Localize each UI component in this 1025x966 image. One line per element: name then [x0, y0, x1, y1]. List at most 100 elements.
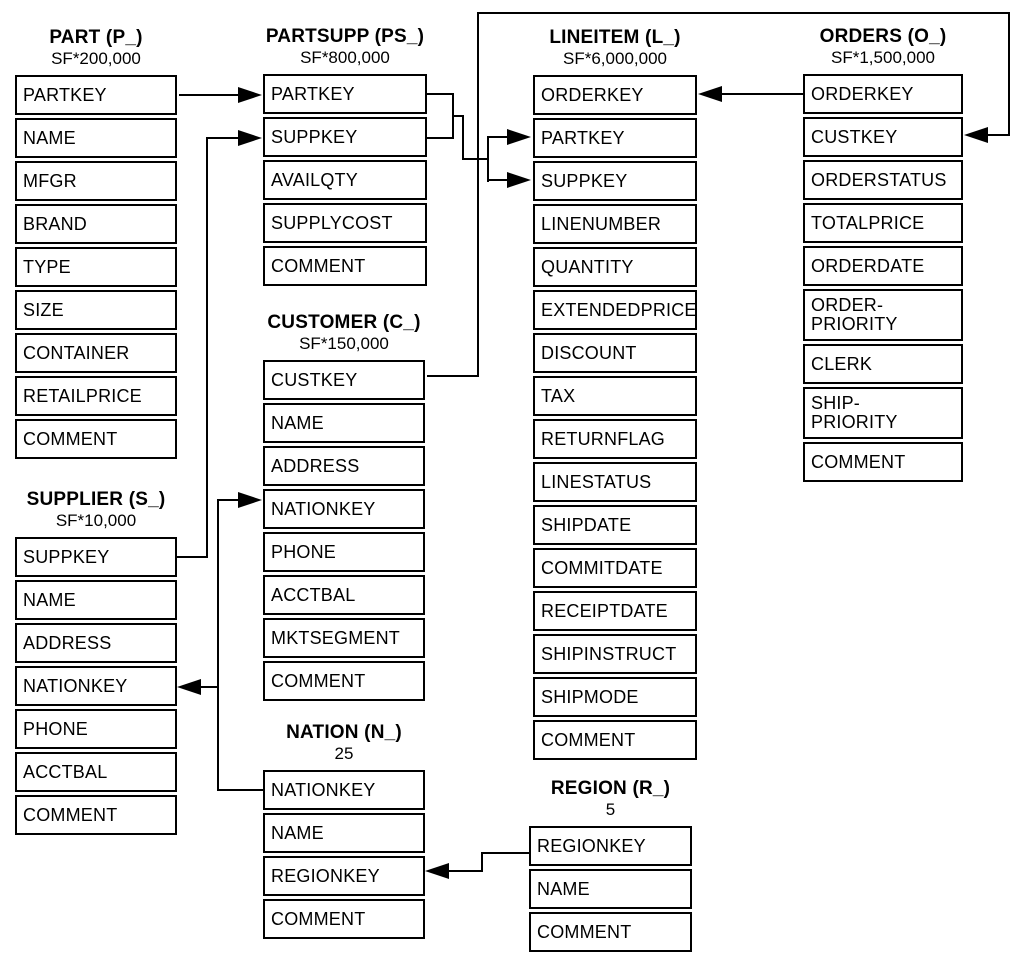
field-label: TAX: [541, 385, 576, 406]
arrowhead-lineitem-partkey: [507, 129, 531, 145]
field-row-partsupp-supplycost: SUPPLYCOST: [263, 203, 427, 243]
field-label: SUPPKEY: [271, 126, 358, 147]
field-row-part-comment: COMMENT: [15, 419, 177, 459]
field-label: PHONE: [23, 718, 89, 739]
table-title: LINEITEM (L_): [549, 27, 681, 48]
arrowhead-supplier-nationkey: [177, 679, 201, 695]
field-label: ORDER- PRIORITY: [811, 295, 898, 334]
arrowhead-lineitem-suppkey: [507, 172, 531, 188]
field-label: MKTSEGMENT: [271, 627, 401, 648]
field-row-partsupp-partkey: PARTKEY: [263, 74, 427, 114]
field-label: ACCTBAL: [271, 584, 356, 605]
connector-region-nation: [483, 852, 529, 854]
field-label: SIZE: [23, 299, 64, 320]
field-row-part-size: SIZE: [15, 290, 177, 330]
field-row-supplier-address: ADDRESS: [15, 623, 177, 663]
connector-customer-orders: [477, 12, 479, 377]
field-label: LINESTATUS: [541, 471, 652, 492]
field-row-customer-mktsegment: MKTSEGMENT: [263, 618, 425, 658]
field-row-part-mfgr: MFGR: [15, 161, 177, 201]
arrowhead-customer-nationkey: [238, 492, 262, 508]
table-title: PARTSUPP (PS_): [265, 26, 425, 47]
field-label: COMMENT: [541, 729, 636, 750]
field-label: CUSTKEY: [811, 126, 898, 147]
field-label: MFGR: [23, 170, 77, 191]
field-row-orders-comment: COMMENT: [803, 442, 963, 482]
field-label: LINENUMBER: [541, 213, 662, 234]
field-row-customer-custkey: CUSTKEY: [263, 360, 425, 400]
table-cardinality: SF*1,500,000: [831, 48, 935, 67]
arrowhead-partsupp-suppkey: [238, 130, 262, 146]
field-label: RECEIPTDATE: [541, 600, 668, 621]
connector-orders-lineitem: [722, 93, 803, 95]
field-label: NAME: [537, 878, 590, 899]
field-label: NAME: [271, 822, 324, 843]
field-label: ORDERKEY: [811, 83, 914, 104]
field-row-partsupp-availqty: AVAILQTY: [263, 160, 427, 200]
field-row-lineitem-tax: TAX: [533, 376, 697, 416]
field-row-orders-shippriority: SHIP- PRIORITY: [803, 387, 963, 439]
field-row-nation-nationkey: NATIONKEY: [263, 770, 425, 810]
field-row-orders-totalprice: TOTALPRICE: [803, 203, 963, 243]
field-row-customer-acctbal: ACCTBAL: [263, 575, 425, 615]
field-label: RETAILPRICE: [23, 385, 142, 406]
field-label: NATIONKEY: [271, 779, 376, 800]
connector-customer-orders: [477, 12, 1010, 14]
field-label: PARTKEY: [541, 127, 625, 148]
connector-part-partsupp: [179, 94, 239, 96]
field-row-supplier-nationkey: NATIONKEY: [15, 666, 177, 706]
field-label: ORDERKEY: [541, 84, 644, 105]
field-label: COMMENT: [537, 921, 632, 942]
field-row-region-name: NAME: [529, 869, 692, 909]
field-row-orders-clerk: CLERK: [803, 344, 963, 384]
field-label: CUSTKEY: [271, 369, 358, 390]
table-title: PART (P_): [49, 27, 143, 48]
field-label: SHIPMODE: [541, 686, 639, 707]
field-row-part-container: CONTAINER: [15, 333, 177, 373]
field-label: PARTKEY: [271, 83, 355, 104]
field-row-supplier-comment: COMMENT: [15, 795, 177, 835]
table-title: ORDERS (O_): [819, 26, 947, 47]
field-row-orders-orderkey: ORDERKEY: [803, 74, 963, 114]
field-row-lineitem-orderkey: ORDERKEY: [533, 75, 697, 115]
field-row-lineitem-partkey: PARTKEY: [533, 118, 697, 158]
field-row-lineitem-shipdate: SHIPDATE: [533, 505, 697, 545]
table-title: NATION (N_): [286, 722, 402, 743]
field-row-nation-name: NAME: [263, 813, 425, 853]
field-row-lineitem-returnflag: RETURNFLAG: [533, 419, 697, 459]
field-label: ACCTBAL: [23, 761, 108, 782]
table-title: CUSTOMER (C_): [267, 312, 421, 333]
field-label: REGIONKEY: [271, 865, 380, 886]
field-row-lineitem-discount: DISCOUNT: [533, 333, 697, 373]
field-label: SUPPKEY: [23, 546, 110, 567]
connector-partsupp-lineitem: [452, 115, 464, 117]
connector-partsupp-lineitem: [487, 179, 509, 181]
field-label: COMMENT: [271, 908, 366, 929]
field-label: COMMITDATE: [541, 557, 663, 578]
table-cardinality: 25: [334, 744, 354, 763]
field-row-partsupp-suppkey: SUPPKEY: [263, 117, 427, 157]
field-row-supplier-acctbal: ACCTBAL: [15, 752, 177, 792]
field-row-part-brand: BRAND: [15, 204, 177, 244]
table-orders: ORDERS (O_) SF*1,500,000 ORDERKEY CUSTKEY…: [803, 26, 963, 485]
connector-nation-supplier: [201, 686, 218, 688]
table-cardinality: SF*150,000: [299, 334, 389, 353]
connector-customer-orders: [1008, 12, 1010, 136]
field-label: PARTKEY: [23, 84, 107, 105]
field-label: ADDRESS: [23, 632, 112, 653]
connector-supplier-partsupp: [206, 137, 239, 139]
field-row-orders-orderstatus: ORDERSTATUS: [803, 160, 963, 200]
field-row-customer-name: NAME: [263, 403, 425, 443]
field-label: RETURNFLAG: [541, 428, 666, 449]
table-cardinality: SF*10,000: [55, 511, 137, 530]
connector-customer-orders: [988, 134, 1010, 136]
field-row-part-partkey: PARTKEY: [15, 75, 177, 115]
